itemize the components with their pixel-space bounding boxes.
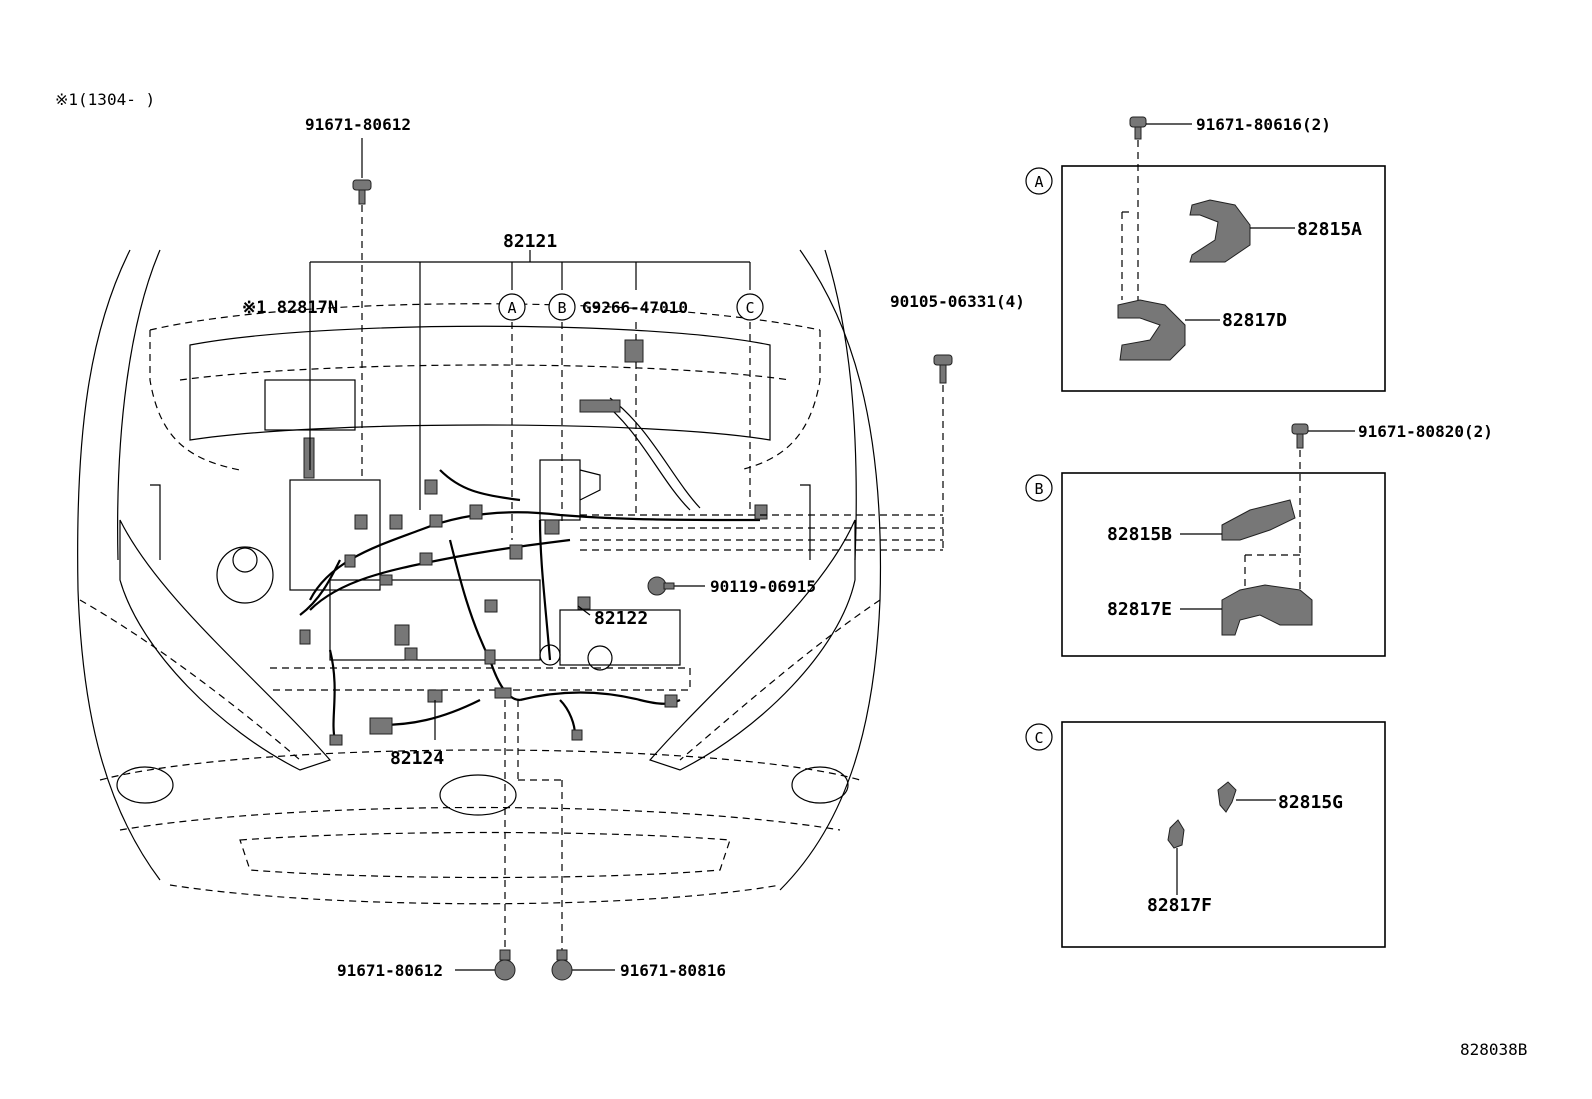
engine-bay: [150, 379, 811, 671]
label-bolt-90119: 90119-06915: [710, 577, 816, 596]
detail-b-ref-circle: [1025, 474, 1053, 502]
label-bolt-top-left: 91671-80612: [305, 115, 411, 134]
detail-b-ref-label: B: [1034, 480, 1043, 498]
wire-harness: [299, 339, 768, 746]
part-82815a-shape: [1189, 199, 1251, 263]
label-harness-82121: 82121: [503, 231, 557, 252]
detail-b-bolt-label: 91671-80820(2): [1358, 422, 1493, 441]
part-82817f-shape: [1167, 819, 1185, 849]
part-82815g-shape: [1217, 781, 1237, 813]
ref-circle-a: [498, 293, 526, 321]
bolt-90119: [647, 576, 675, 596]
detail-c-label-upper: 82815G: [1278, 792, 1343, 813]
detail-b: B 91671-80820(2) 82815B 82817E: [1025, 422, 1493, 657]
detail-b-box: [1061, 472, 1386, 657]
detail-b-bolt-icon: [1291, 423, 1309, 435]
date-note: ※1(1304- ): [55, 90, 155, 109]
ref-circle-b: [548, 293, 576, 321]
ref-label-c: C: [745, 299, 754, 317]
label-clip-g9266: G9266-47010: [582, 298, 688, 317]
ref-label-b: B: [557, 299, 566, 317]
label-bolt-bottom-left: 91671-80612: [337, 961, 443, 980]
bolt-top-left: [352, 179, 372, 205]
detail-c-box: [1061, 721, 1386, 948]
detail-c-label-lower: 82817F: [1147, 895, 1212, 916]
detail-a-box: [1061, 165, 1386, 392]
label-harness-82124: 82124: [390, 748, 444, 769]
part-82815b-shape: [1221, 499, 1296, 541]
bolt-90105: [933, 354, 953, 384]
detail-a-bolt-label: 91671-80616(2): [1196, 115, 1331, 134]
detail-a-label-lower: 82817D: [1222, 310, 1287, 331]
label-harness-82122: 82122: [594, 608, 648, 629]
bolt-bottom-right: [551, 949, 573, 981]
bolt-bottom-left: [494, 949, 516, 981]
detail-c: C 82815G 82817F: [1025, 721, 1386, 948]
part-82817d-shape: [1117, 299, 1186, 361]
diagram-code: 828038B: [1460, 1040, 1527, 1059]
detail-a-bolt-icon: [1129, 116, 1147, 128]
detail-b-label-upper: 82815B: [1107, 524, 1172, 545]
label-clip-82817n: ※1 82817N: [242, 298, 338, 318]
part-82817e-shape: [1221, 584, 1313, 636]
car-body-outline: [77, 249, 882, 905]
detail-b-label-lower: 82817E: [1107, 599, 1172, 620]
detail-c-ref-label: C: [1034, 729, 1043, 747]
detail-a: A 91671-80616(2) 82815A 82817D: [1025, 115, 1386, 392]
label-bolt-bottom-right: 91671-80816: [620, 961, 726, 980]
ref-circle-c: [736, 293, 764, 321]
label-bolt-90105: 90105-06331(4): [890, 292, 1025, 311]
leader-lines: [309, 138, 944, 971]
detail-c-ref-circle: [1025, 723, 1053, 751]
detail-a-label-upper: 82815A: [1297, 219, 1362, 240]
detail-a-ref-label: A: [1034, 173, 1043, 191]
detail-a-ref-circle: [1025, 167, 1053, 195]
ref-label-a: A: [507, 299, 516, 317]
